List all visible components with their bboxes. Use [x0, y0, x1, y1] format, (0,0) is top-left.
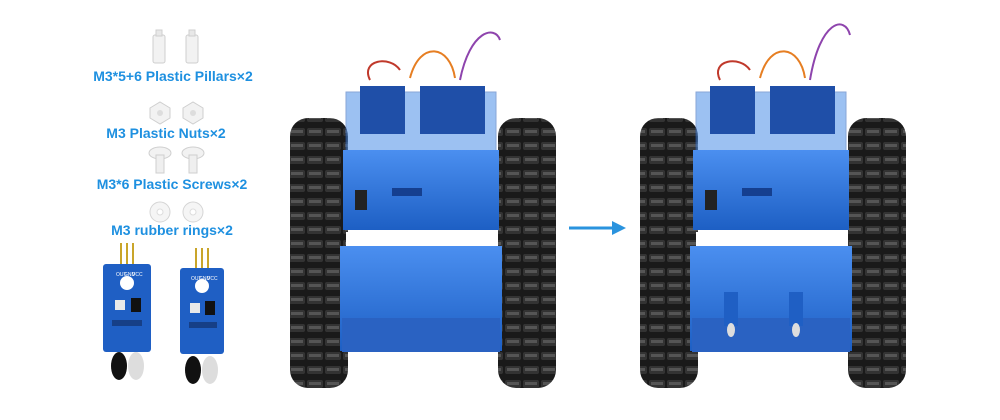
robot-tank-after — [640, 23, 906, 388]
rubber-ring-icon — [149, 201, 204, 223]
plastic-pillar-icon — [152, 29, 199, 64]
robot-tank-before — [290, 31, 556, 388]
pin-label-vcc: VCC — [207, 276, 218, 282]
arrow-right-icon — [569, 221, 626, 235]
label-plastic-nuts: M3 Plastic Nuts×2 — [106, 125, 226, 141]
pin-label-out: OUT — [116, 272, 127, 278]
pin-label-gnd: GND — [124, 272, 136, 278]
plastic-screw-icon — [148, 146, 205, 174]
pin-label-gnd: GND — [199, 276, 211, 282]
pin-label-vcc: VCC — [132, 272, 143, 278]
pin-label-out: OUT — [191, 276, 202, 282]
ir-sensor-module-right: OUT GND VCC — [180, 248, 224, 384]
label-plastic-pillars: M3*5+6 Plastic Pillars×2 — [93, 68, 253, 84]
label-rubber-rings: M3 rubber rings×2 — [111, 222, 233, 238]
label-plastic-screws: M3*6 Plastic Screws×2 — [96, 176, 248, 192]
plastic-nut-icon — [149, 101, 204, 125]
ir-sensor-module-left: OUT GND VCC — [103, 243, 151, 380]
